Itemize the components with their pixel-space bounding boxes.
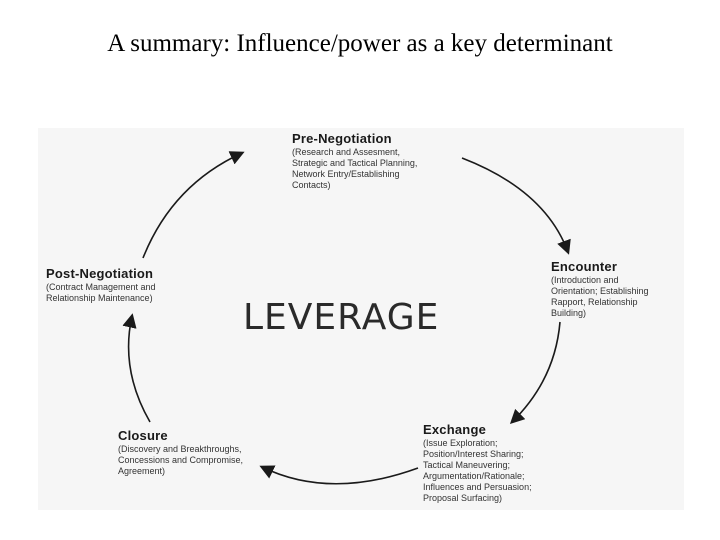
diagram-background — [38, 128, 684, 510]
stage-title: Closure — [118, 428, 168, 443]
stage-description: (Research and Assesment, Strategic and T… — [292, 147, 418, 190]
arrow-exchange-to-closure — [259, 465, 419, 485]
arrow-encounter-to-exchange — [509, 321, 561, 425]
stage-description: (Issue Exploration; Position/Interest Sh… — [423, 438, 532, 503]
stage-title: Exchange — [423, 422, 487, 437]
stage-description: (Contract Management and Relationship Ma… — [46, 282, 156, 303]
stage-title: Post-Negotiation — [46, 266, 154, 281]
arrow-closure-to-post — [122, 313, 151, 423]
stage-title: Pre-Negotiation — [292, 131, 392, 146]
stage-post-negotiation: Post-Negotiation (Contract Management an… — [46, 266, 156, 304]
stage-description: (Discovery and Breakthroughs, Concession… — [118, 444, 244, 476]
slide-title: A summary: Influence/power as a key dete… — [107, 30, 613, 57]
arrow-post-to-pre — [142, 151, 245, 259]
stage-description: (Introduction and Orientation; Establish… — [551, 275, 649, 318]
stage-title: Encounter — [551, 259, 618, 274]
stage-encounter: Encounter (Introduction and Orientation;… — [551, 259, 649, 319]
stage-pre-negotiation: Pre-Negotiation (Research and Assesment,… — [292, 131, 417, 191]
stage-closure: Closure (Discovery and Breakthroughs, Co… — [118, 428, 243, 477]
center-label: LEVERAGE — [243, 297, 440, 338]
stage-exchange: Exchange (Issue Exploration; Position/In… — [423, 422, 532, 504]
arrow-pre-to-encounter — [461, 157, 571, 255]
